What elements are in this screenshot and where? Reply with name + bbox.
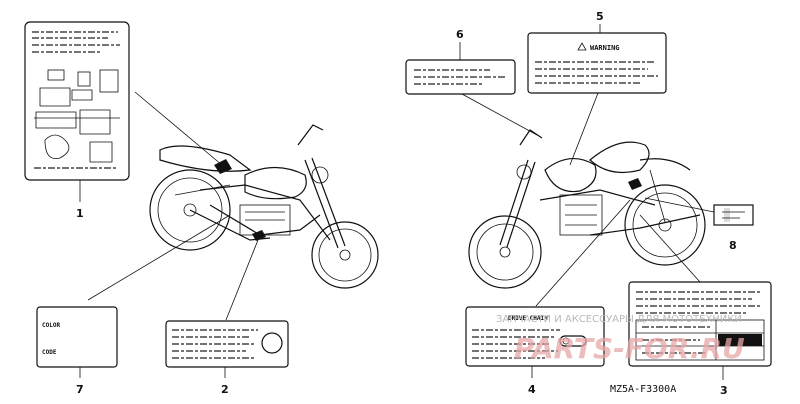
callout-1: 1	[76, 207, 84, 220]
callout-2: 2	[221, 383, 229, 396]
callout-3: 3	[720, 384, 728, 397]
label-8[interactable]	[713, 204, 754, 226]
callout-7: 7	[76, 383, 84, 396]
callout-4: 4	[528, 383, 536, 396]
color-code-label-7[interactable]: COLOR CODE	[36, 306, 118, 368]
callout-5: 5	[596, 10, 604, 23]
safety-label-1[interactable]	[24, 21, 130, 181]
label-3[interactable]	[628, 281, 772, 367]
drive-chain-text: DRIVE CHAIN	[508, 315, 548, 322]
color-text: COLOR	[42, 322, 60, 329]
drive-chain-label-4[interactable]: DRIVE CHAIN	[465, 306, 605, 367]
warning-label-5[interactable]: WARNING	[527, 32, 667, 94]
watermark-site: PARTS-FOR.RU	[514, 332, 745, 365]
code-text: CODE	[42, 349, 57, 356]
warning-text: WARNING	[590, 44, 620, 52]
motorcycle-left	[149, 124, 379, 289]
label-2[interactable]	[165, 320, 289, 368]
label-6[interactable]	[405, 59, 516, 95]
callout-6: 6	[456, 28, 464, 41]
callout-8: 8	[729, 239, 737, 252]
motorcycle-right	[468, 129, 706, 289]
diagram-code: MZ5A-F3300A	[610, 384, 676, 395]
watermark-caption: ЗАПЧАСТИ И АКСЕССУАРЫ ДЛЯ МОТОТЕХНИКИ	[496, 314, 742, 325]
